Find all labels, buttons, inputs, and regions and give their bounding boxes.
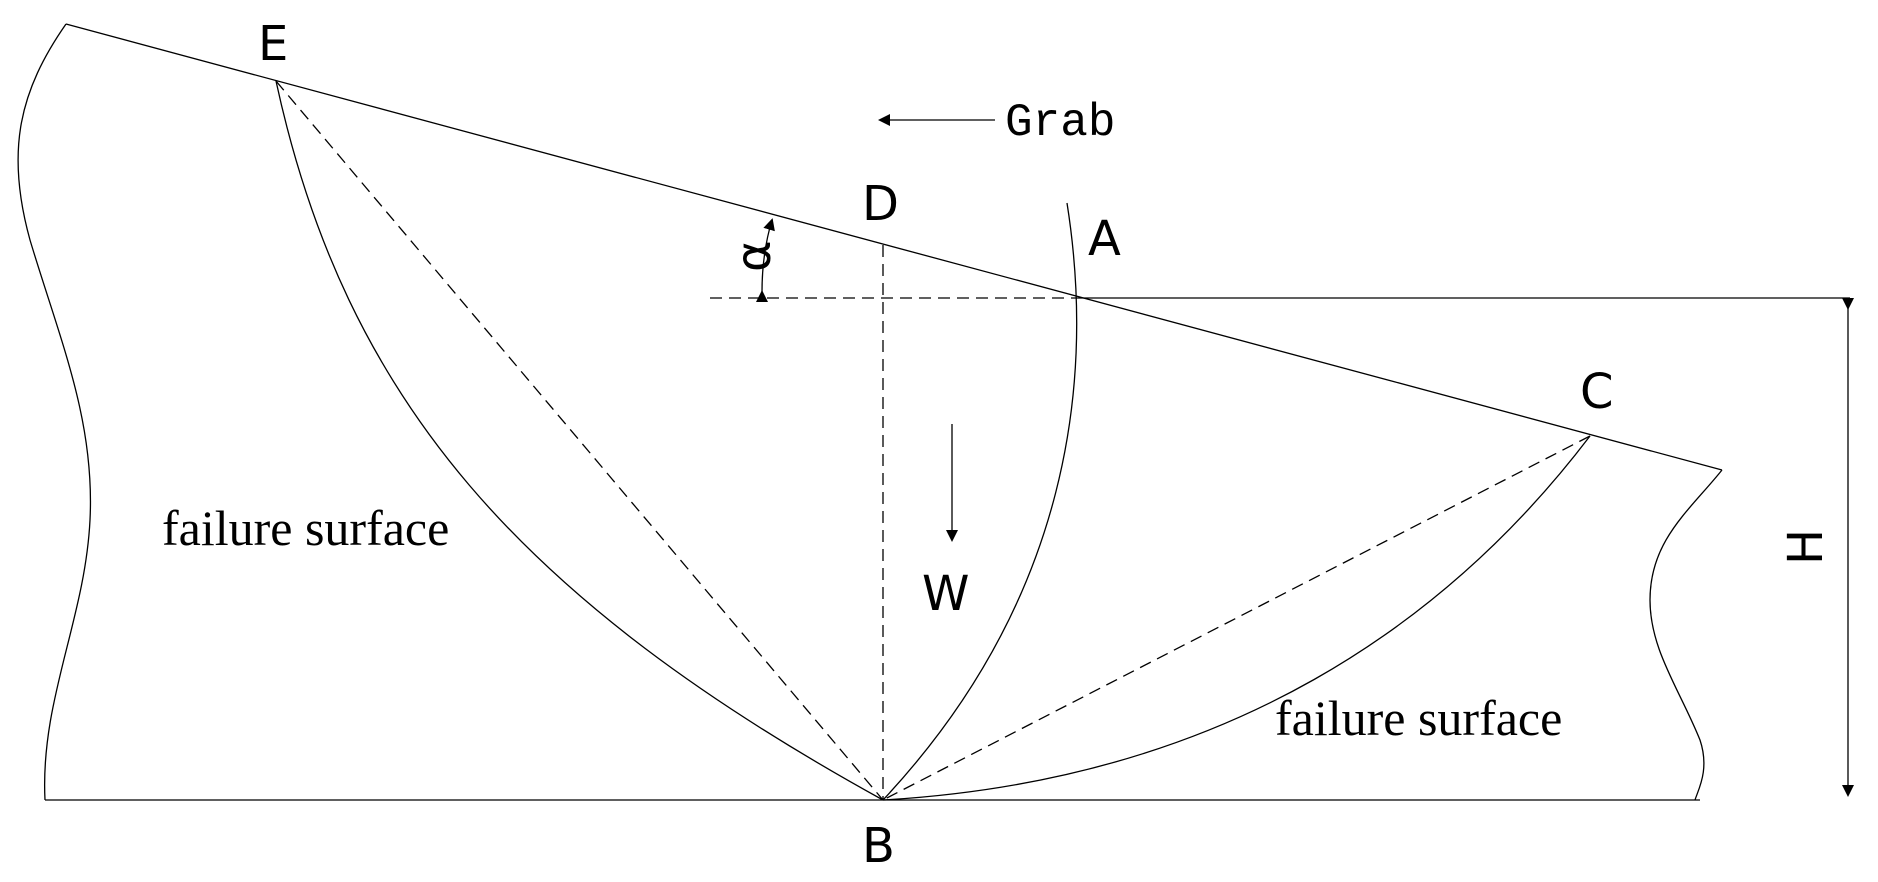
- point-label-e: E: [258, 16, 288, 72]
- point-label-d: D: [862, 176, 899, 232]
- point-label-c: C: [1580, 364, 1614, 420]
- angle-alpha-arc: [755, 218, 775, 303]
- dashed-line-eb: [275, 80, 884, 801]
- point-label-b: B: [862, 818, 895, 874]
- point-label-a: A: [1088, 211, 1121, 267]
- failure-curve-ab: [882, 202, 1078, 801]
- failure-curve-cb: [882, 435, 1591, 801]
- failure-surface-label-right: failure surface: [1275, 690, 1562, 746]
- grab-label: Grab: [1005, 97, 1115, 149]
- height-label: H: [1778, 529, 1834, 565]
- weight-label: W: [922, 566, 969, 622]
- right-break-line: [1649, 469, 1723, 801]
- failure-curve-eb: [275, 80, 884, 801]
- failure-surface-label-left: failure surface: [162, 500, 449, 556]
- angle-alpha-label: α: [726, 240, 782, 272]
- left-break-line: [17, 23, 92, 801]
- ground-surface-line: [65, 23, 1723, 471]
